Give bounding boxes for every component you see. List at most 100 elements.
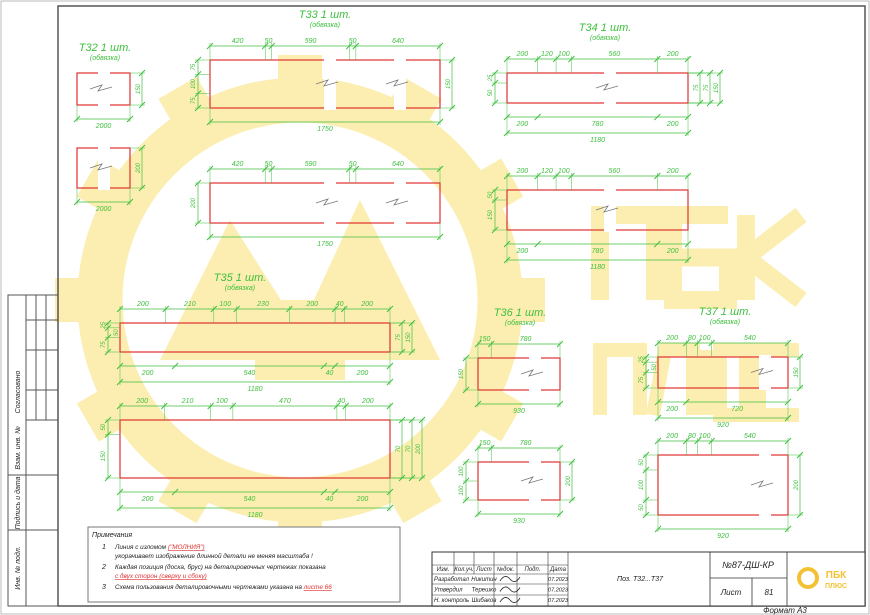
dimension-label: 80 — [688, 335, 696, 342]
part-outline — [506, 72, 689, 104]
dimension-tick — [126, 198, 134, 206]
gear-ring-icon — [77, 77, 523, 523]
dimension-label: 40 — [337, 398, 345, 405]
dimension-label: 200 — [665, 406, 678, 413]
watermark-letter-shape — [593, 343, 647, 415]
dimension-label: 200 — [666, 121, 679, 128]
dimension-label: 150 — [136, 83, 142, 94]
dimension-label: 50 — [652, 363, 658, 370]
dimension-tick — [654, 414, 662, 422]
part-outline — [477, 461, 561, 501]
company-logo-text: ПЛЮС — [825, 583, 847, 590]
dimension-label: 75 — [396, 334, 402, 341]
name-label: Терешко — [472, 588, 497, 594]
dimension-label: 200 — [141, 496, 154, 503]
signature-icon — [499, 576, 521, 582]
dimension-label: 540 — [744, 335, 756, 342]
dimension-label: 470 — [279, 398, 291, 405]
part-subtitle: (обвязка) — [505, 319, 535, 327]
break-zigzag-icon — [89, 163, 113, 171]
dimension-label: 100 — [191, 78, 197, 89]
trees-icon — [160, 200, 440, 360]
dimension-label: 100 — [558, 51, 570, 58]
dimension-tick — [386, 378, 394, 386]
dimension-tick — [206, 233, 214, 241]
sheet-description: Поз. Т32...Т37 — [617, 576, 664, 583]
dimension-label: 150 — [714, 82, 720, 93]
watermark-letter-shape — [646, 343, 700, 417]
break-zigzag-icon — [595, 205, 619, 213]
dimension-label: 120 — [541, 168, 553, 175]
notes-frame — [87, 526, 401, 603]
note-span: Линия с изломом — [114, 544, 168, 551]
dimension-label: 210 — [181, 398, 194, 405]
dimension-label: 720 — [731, 406, 743, 413]
sheet-label: Лист — [720, 588, 742, 597]
part-title: Т32 1 шт. — [79, 42, 131, 54]
dimension-label: 150 — [479, 336, 491, 343]
dimension-label: 200 — [666, 168, 679, 175]
dimension-tick — [784, 525, 792, 533]
break-zigzag-icon — [385, 79, 409, 87]
dimension-label: 200 — [515, 168, 528, 175]
dimension-label: 200 — [356, 496, 369, 503]
overall-dimension-label: 930 — [513, 518, 525, 525]
note-highlight: с двух сторон (сверху и сбоку) — [115, 572, 207, 580]
dimension-label: 70 — [396, 445, 402, 452]
dimension-label: 150 — [406, 332, 412, 343]
dimension-label: 200 — [361, 398, 374, 405]
overall-dimension-label: 1750 — [317, 126, 333, 133]
dimension-label: 50 — [114, 329, 120, 336]
dimension-label: 150 — [794, 367, 800, 378]
dimension-label: 200 — [666, 248, 679, 255]
side-stamp-frame — [7, 294, 59, 607]
dimension-tick — [684, 256, 692, 264]
overall-dimension-label: 930 — [513, 408, 525, 415]
dimension-label: 420 — [232, 38, 244, 45]
part-outline — [119, 419, 391, 479]
dimension-label: 780 — [592, 248, 604, 255]
date-label: 07.2023 — [548, 588, 569, 594]
title-block-header: Подп. — [525, 567, 541, 573]
dimension-label: 25 — [488, 74, 494, 82]
overall-dimension-label: 2000 — [95, 206, 112, 213]
dimension-label: 100 — [459, 485, 465, 496]
dimension-label: 150 — [488, 209, 494, 220]
dimension-label: 50 — [265, 161, 273, 168]
dimension-tick — [126, 115, 134, 123]
dimension-label: 780 — [520, 336, 532, 343]
overall-dimension-label: 920 — [717, 422, 729, 429]
note-text: укорачивает изображение длинной детали н… — [114, 552, 313, 560]
break-zigzag-icon — [385, 198, 409, 206]
part-subtitle: (обвязка) — [225, 284, 255, 292]
note-span: Схема пользования деталировочными чертеж… — [115, 583, 304, 591]
dimension-label: 75 — [101, 341, 107, 348]
dimension-tick — [653, 113, 661, 121]
dimension-tick — [684, 129, 692, 137]
dimension-label: 70 — [406, 445, 412, 452]
dimension-label: 200 — [666, 51, 679, 58]
break-zigzag-icon — [520, 369, 544, 377]
dimension-label: 200 — [135, 398, 148, 405]
watermark-letter-shape — [699, 343, 753, 422]
dimension-label: 100 — [216, 398, 228, 405]
dimension-label: 780 — [520, 440, 532, 447]
dimension-label: 150 — [446, 78, 452, 89]
dimension-tick — [534, 240, 542, 248]
dimension-label: 200 — [191, 197, 197, 209]
dimension-label: 150 — [101, 451, 107, 462]
dimension-label: 40 — [325, 496, 333, 503]
dimension-label: 40 — [336, 301, 344, 308]
house-icon — [255, 300, 345, 380]
note-number: 3 — [102, 584, 106, 591]
dimension-label: 540 — [244, 370, 256, 377]
dimension-label: 75 — [191, 63, 197, 70]
dimension-tick — [331, 488, 339, 496]
dimension-label: 100 — [219, 301, 231, 308]
sheet-number: 81 — [765, 588, 774, 597]
dimension-tick — [503, 129, 511, 137]
dimension-tick — [116, 504, 124, 512]
